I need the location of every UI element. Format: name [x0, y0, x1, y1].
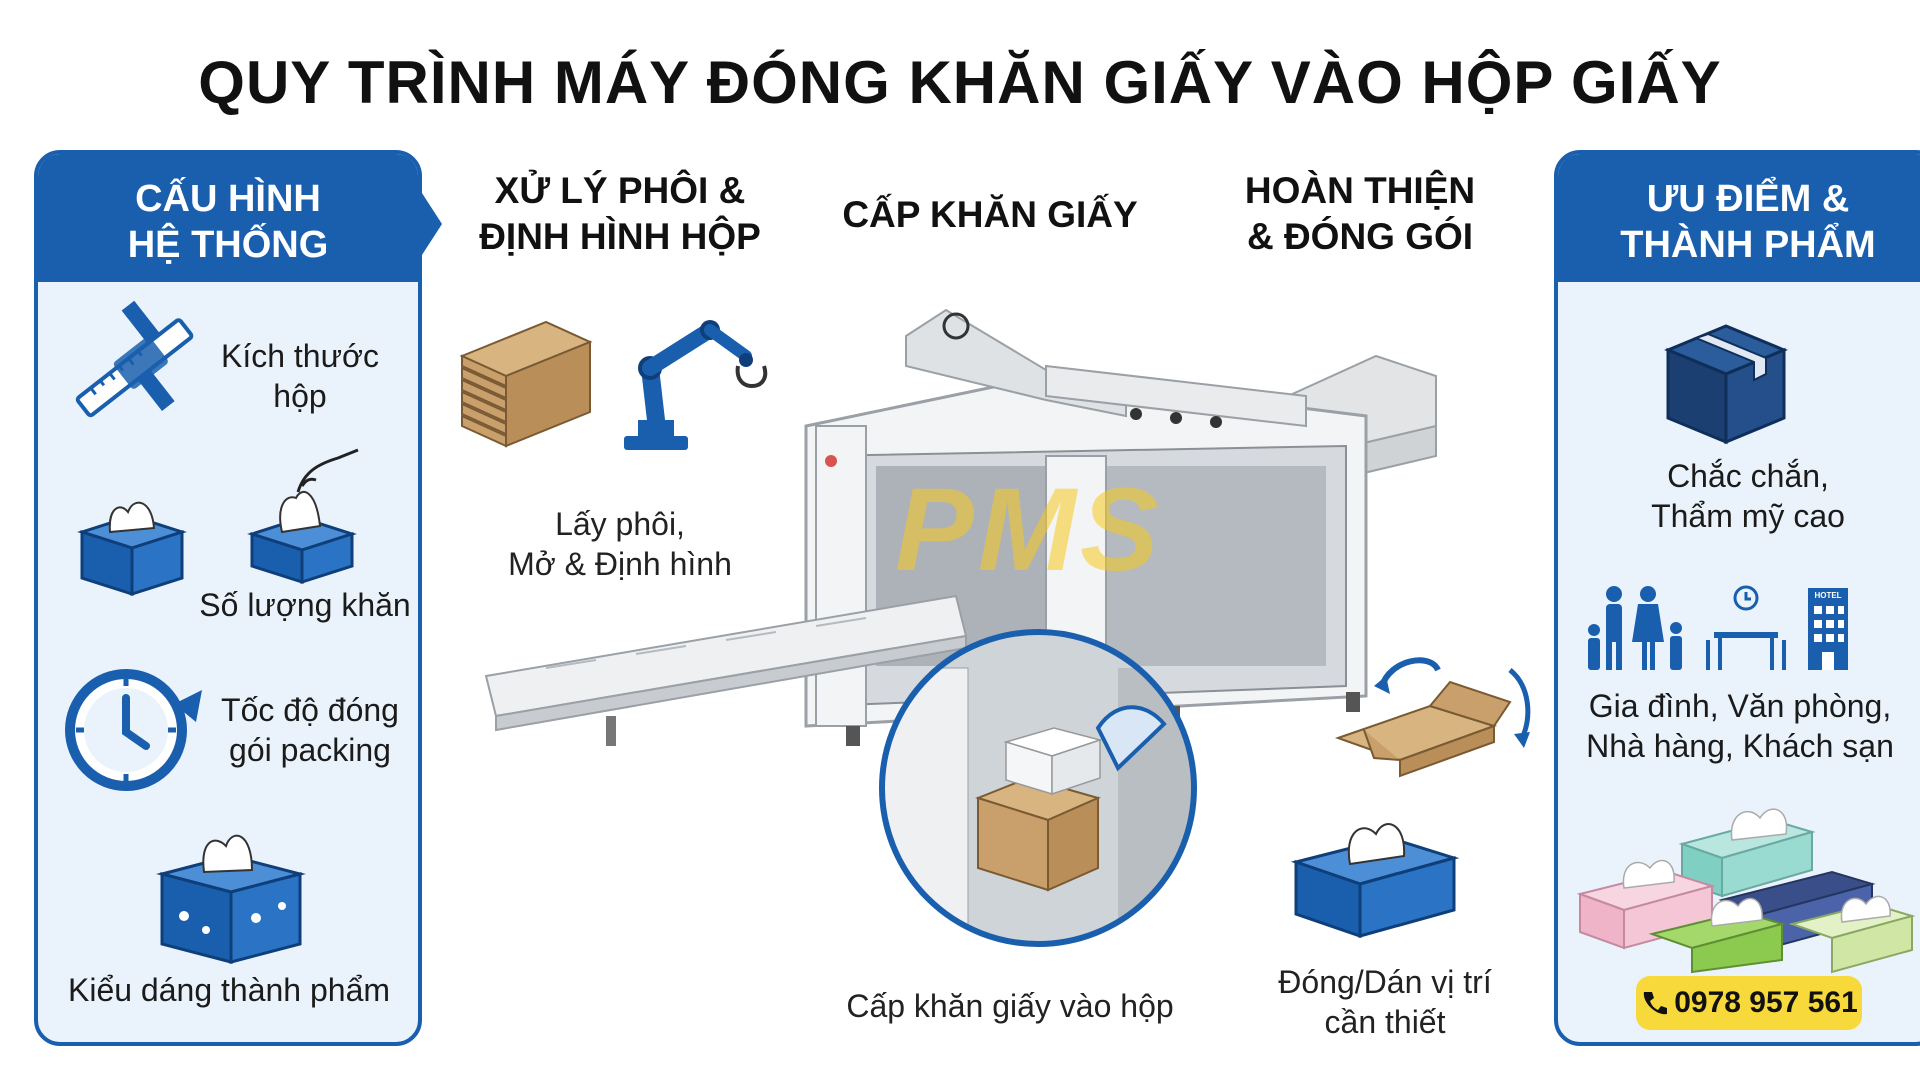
hand-pulling-tissue-icon	[247, 448, 359, 585]
label-line: Gia đình, Văn phòng,	[1588, 688, 1892, 724]
hotel-sign: HOTEL	[1814, 591, 1841, 600]
heading-line: CẤP KHĂN GIẤY	[842, 194, 1138, 235]
hotline-number: 0978 957 561	[1674, 986, 1858, 1019]
clock-icon	[65, 669, 202, 791]
packing-speed-label: Tốc độ đóng gói packing	[210, 690, 410, 770]
pms-watermark: PMS	[895, 464, 1163, 596]
heading-line: ĐỊNH HÌNH HỘP	[479, 216, 761, 257]
patterned-tissue-box-icon	[156, 834, 306, 964]
label-line: Kiểu dáng thành phẩm	[67, 972, 391, 1008]
label-line: hộp	[273, 378, 327, 414]
label-line: Kích thước	[220, 338, 379, 374]
label-line: gói packing	[229, 732, 391, 768]
heading-line: HOÀN THIỆN	[1244, 170, 1476, 211]
cardboard-blank-stack-icon	[459, 320, 593, 448]
heading-line: THÀNH PHẨM	[1620, 224, 1876, 266]
box-folding-icon	[1334, 657, 1531, 778]
page-title: QUY TRÌNH MÁY ĐÓNG KHĂN GIẤY VÀO HỘP GIẤ…	[198, 49, 1722, 116]
heading-line: ƯU ĐIỂM &	[1646, 178, 1850, 220]
step-tissue-feeding-heading: CẤP KHĂN GIẤY	[820, 192, 1160, 238]
label-line: Chắc chắn,	[1667, 458, 1829, 494]
heading-line: CẤU HÌNH	[135, 178, 321, 220]
panel-arrow	[420, 190, 442, 258]
use-places-label: Gia đình, Văn phòng, Nhà hàng, Khách sạn	[1560, 686, 1920, 766]
heading-line: HỆ THỐNG	[127, 224, 329, 266]
tissue-box-icon	[77, 501, 187, 597]
hotline-badge[interactable]: 0978 957 561	[1636, 976, 1862, 1030]
finishing-caption: Đóng/Dán vị trí cần thiết	[1230, 962, 1540, 1042]
box-size-label: Kích thước hộp	[200, 336, 400, 416]
blank-processing-caption: Lấy phôi, Mở & Định hình	[470, 504, 770, 584]
label-line: Nhà hàng, Khách sạn	[1586, 728, 1894, 764]
product-style-label: Kiểu dáng thành phẩm	[44, 970, 414, 1010]
caption-line: Đóng/Dán vị trí	[1278, 964, 1492, 1000]
sturdy-aesthetic-label: Chắc chắn, Thẩm mỹ cao	[1574, 456, 1920, 536]
tissue-count-label: Số lượng khăn	[190, 585, 420, 625]
tissue-feeding-zoom-circle	[879, 629, 1197, 947]
label-line: Tốc độ đóng	[221, 692, 399, 728]
phone-icon	[1644, 992, 1668, 1015]
heading-line: XỬ LÝ PHÔI &	[494, 170, 746, 211]
advantages-heading: ƯU ĐIỂM & THÀNH PHẨM	[1558, 154, 1920, 282]
caption-line: cần thiết	[1324, 1004, 1446, 1040]
caption-line: Cấp khăn giấy vào hộp	[846, 988, 1174, 1024]
tissue-feeding-caption: Cấp khăn giấy vào hộp	[830, 986, 1190, 1026]
tissue-products-illustration	[1576, 808, 1916, 974]
step-blank-processing-heading: XỬ LÝ PHÔI & ĐỊNH HÌNH HỘP	[450, 168, 790, 260]
label-line: Số lượng khăn	[199, 587, 411, 623]
family-office-hotel-icon: HOTEL	[1588, 585, 1848, 670]
caliper-icon	[75, 300, 194, 418]
caption-line: Mở & Định hình	[508, 546, 732, 582]
step-finishing-heading: HOÀN THIỆN & ĐÓNG GÓI	[1190, 168, 1530, 260]
finished-tissue-box-icon	[1290, 823, 1460, 939]
robot-arm-icon	[624, 320, 768, 450]
box-icon	[1664, 324, 1788, 445]
label-line: Thẩm mỹ cao	[1651, 498, 1845, 534]
system-config-heading: CẤU HÌNH HỆ THỐNG	[38, 154, 418, 282]
heading-line: & ĐÓNG GÓI	[1246, 216, 1474, 257]
caption-line: Lấy phôi,	[555, 506, 685, 542]
